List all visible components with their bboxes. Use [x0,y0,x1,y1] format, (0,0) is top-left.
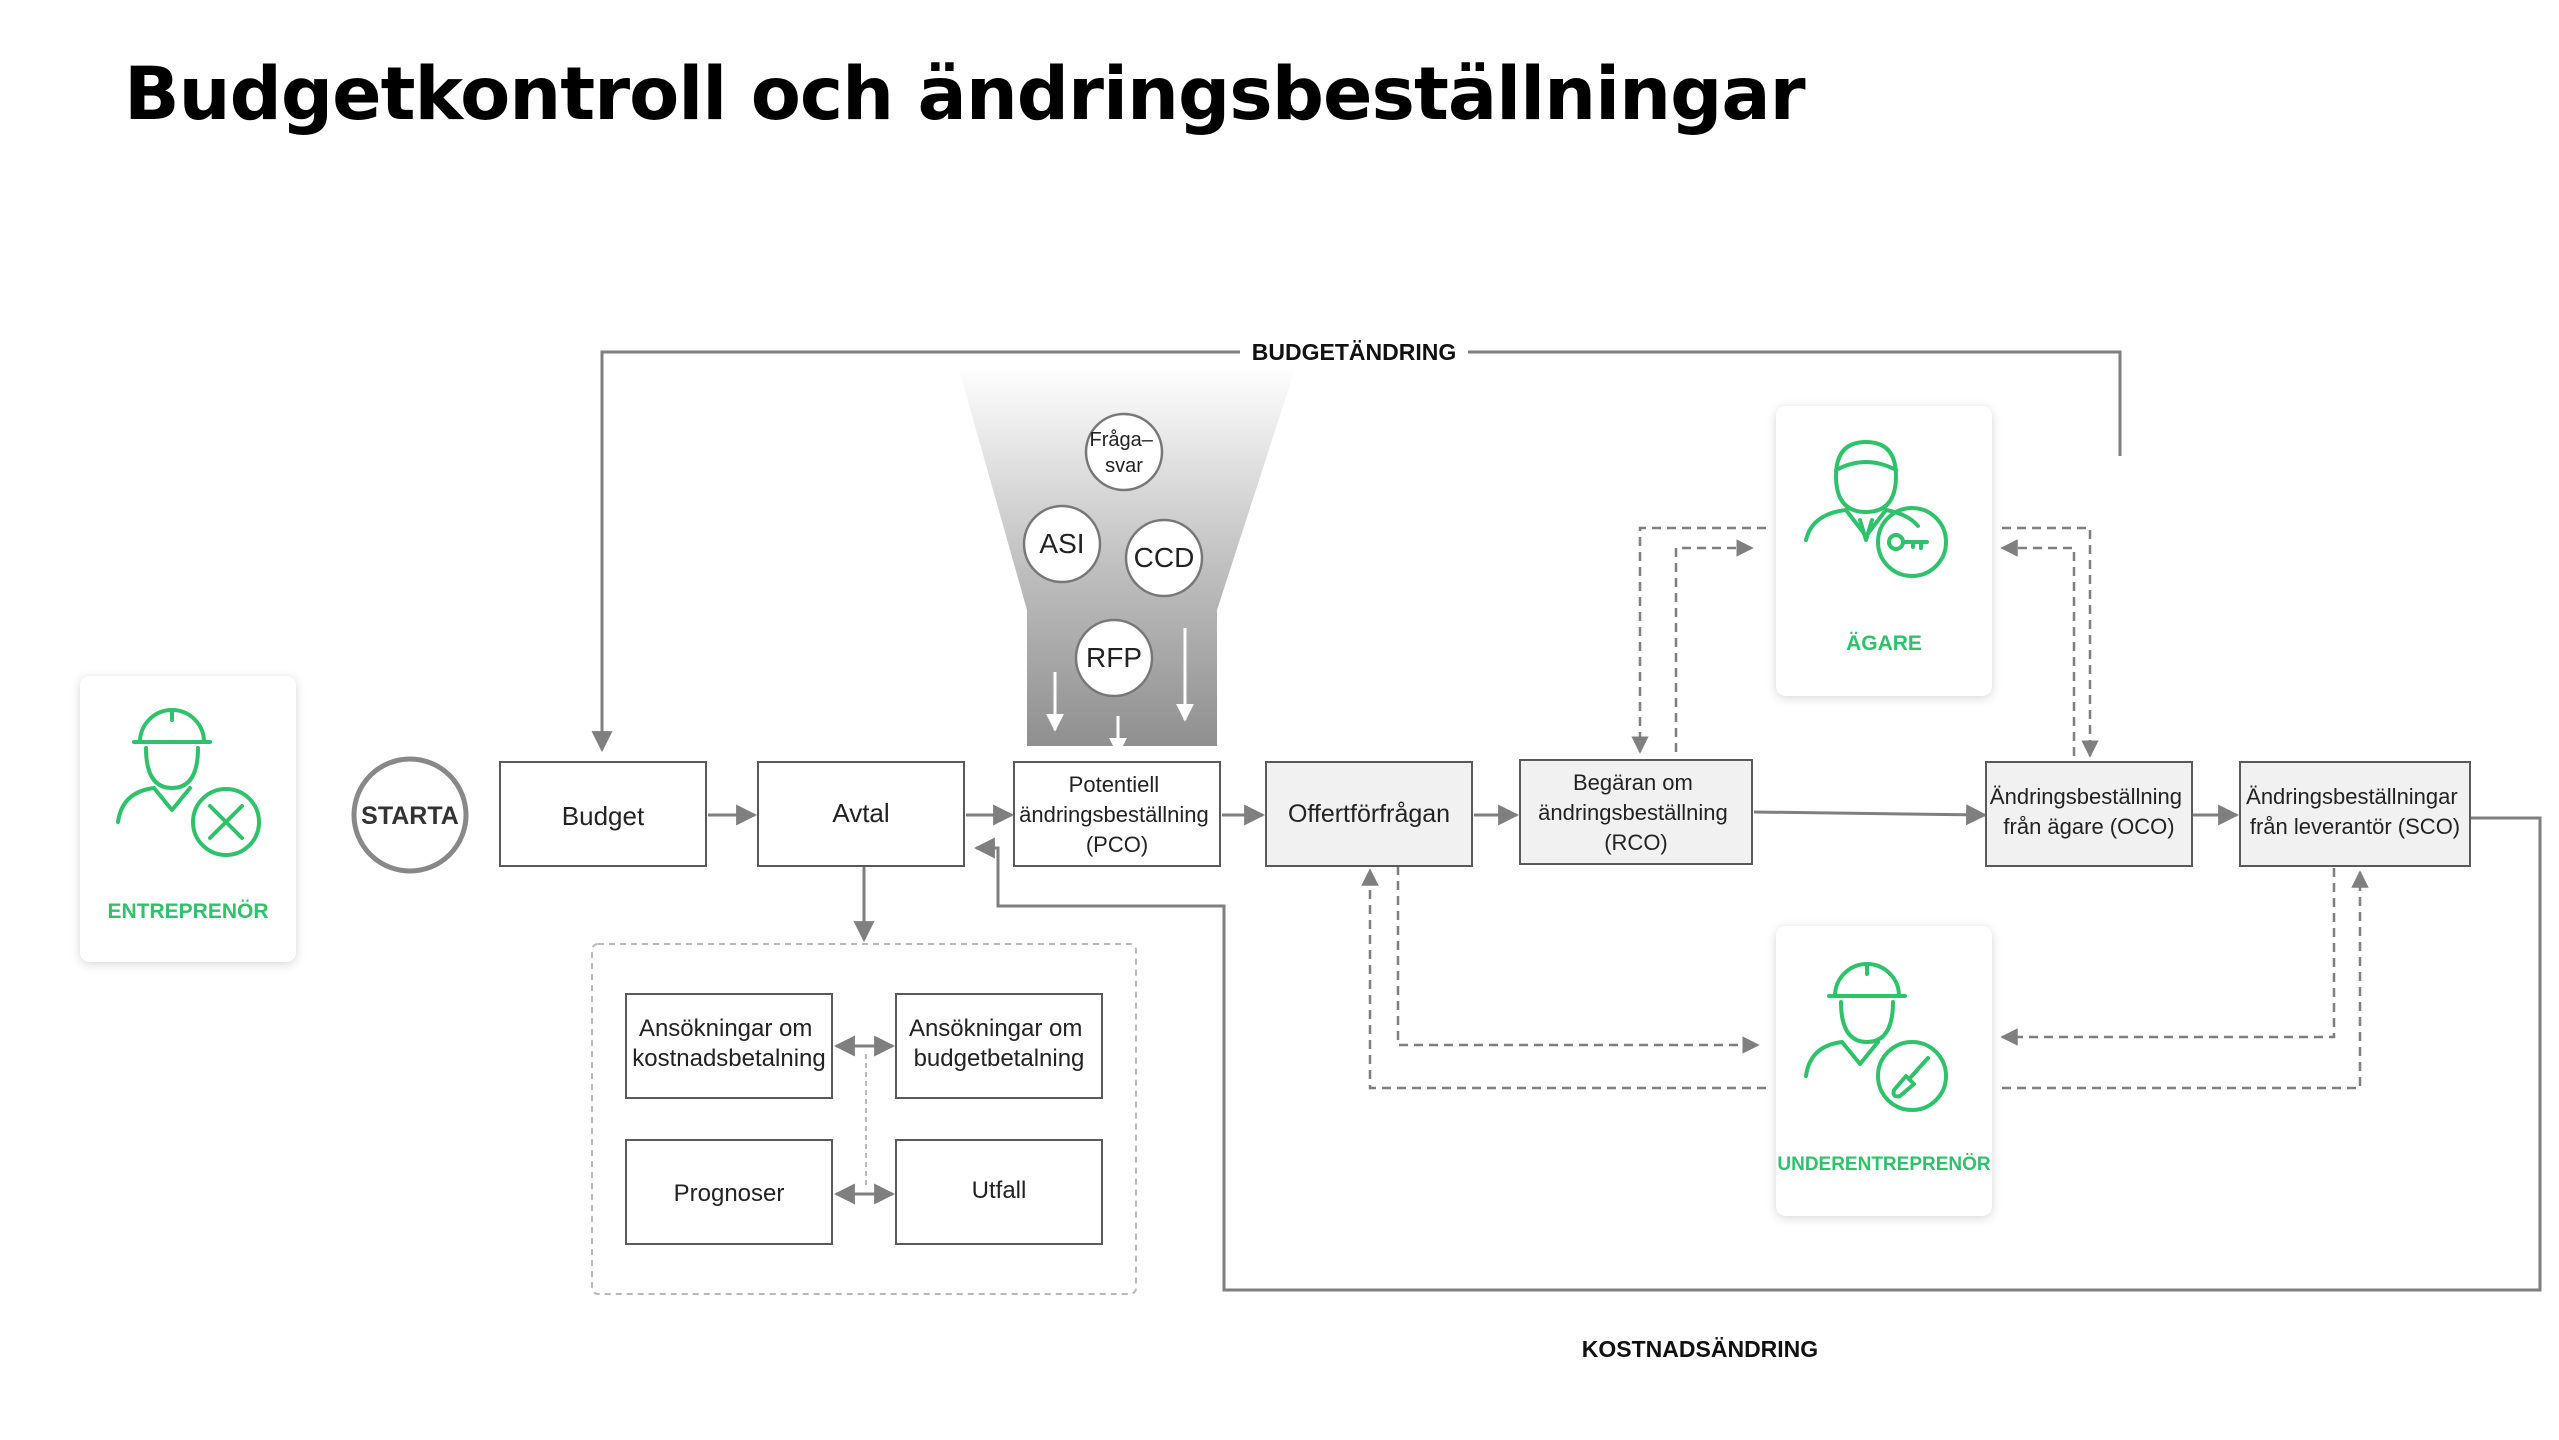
owner-card: ÄGARE [1776,406,1992,696]
budget-change-label: BUDGETÄNDRING [1252,339,1456,365]
budget-payment-label: Ansökningar om budgetbetalning [909,1015,1089,1072]
funnel-circle-qa[interactable] [1084,412,1164,492]
subcontractor-label: UNDERENTREPRENÖR [1777,1154,1991,1175]
forecasts-box[interactable] [625,1139,833,1245]
funnel-circle-asi[interactable] [1022,504,1102,584]
contract-label: Avtal [832,798,889,828]
cost-payment-box[interactable] [625,993,833,1099]
subcontractor-card: UNDERENTREPRENÖR [1776,926,1992,1216]
pco-box[interactable] [1013,761,1221,867]
funnel-circle-rfp[interactable] [1074,618,1154,698]
contractor-card: ENTREPRENÖR [80,676,296,962]
budget-payment-box[interactable] [895,993,1103,1099]
cost-change-label: KOSTNADSÄNDRING [1582,1336,1818,1362]
sco-label: Ändringsbeställningar från leverantör (S… [2246,784,2464,839]
budget-box[interactable] [499,761,707,867]
dashed-edges [1361,526,2369,1090]
oco-box[interactable] [1985,761,2193,867]
rfq-box[interactable] [1265,761,1473,867]
worker-shovel-icon [1804,962,1948,1112]
rfq-label: Offertförfrågan [1288,800,1450,828]
funnel-rfp-label: RFP [1086,642,1142,673]
page-title: Budgetkontroll och ändringsbeställningar [124,52,1806,137]
rco-box[interactable] [1519,759,1753,865]
edge-rco-oco [1753,804,1988,826]
contract-box[interactable] [757,761,965,867]
owner-label: ÄGARE [1846,632,1922,655]
payments-subgroup: Ansökningar om kostnadsbetalning Ansökni… [591,943,1137,1295]
funnel-circles [1022,412,1204,698]
budget-label: Budget [562,801,645,831]
funnel-asi-label: ASI [1039,528,1084,559]
start-node[interactable]: STARTA [351,756,469,874]
outcome-label: Utfall [972,1177,1027,1204]
outcome-box[interactable] [895,1139,1103,1245]
oco-label: Ändringsbeställning från ägare (OCO) [1990,784,2188,839]
businessman-key-icon [1804,440,1948,578]
sco-box[interactable] [2239,761,2471,867]
funnel-ccd-label: CCD [1134,542,1195,573]
cost-change-edge [973,816,2542,1292]
cost-payment-label: Ansökningar om kostnadsbetalning [632,1015,825,1072]
funnel-circle-ccd[interactable] [1124,518,1204,598]
pco-label: Potentiell ändringsbeställning (PCO) [1019,772,1215,857]
rco-label: Begäran om ändringsbeställning (RCO) [1538,770,1734,855]
contractor-label: ENTREPRENÖR [107,900,268,923]
forecasts-label: Prognoser [674,1180,785,1207]
worker-tools-icon [116,708,261,857]
start-label: STARTA [361,802,459,830]
funnel-qa-label: Fråga– svar [1090,429,1159,477]
process-boxes [499,759,2471,867]
